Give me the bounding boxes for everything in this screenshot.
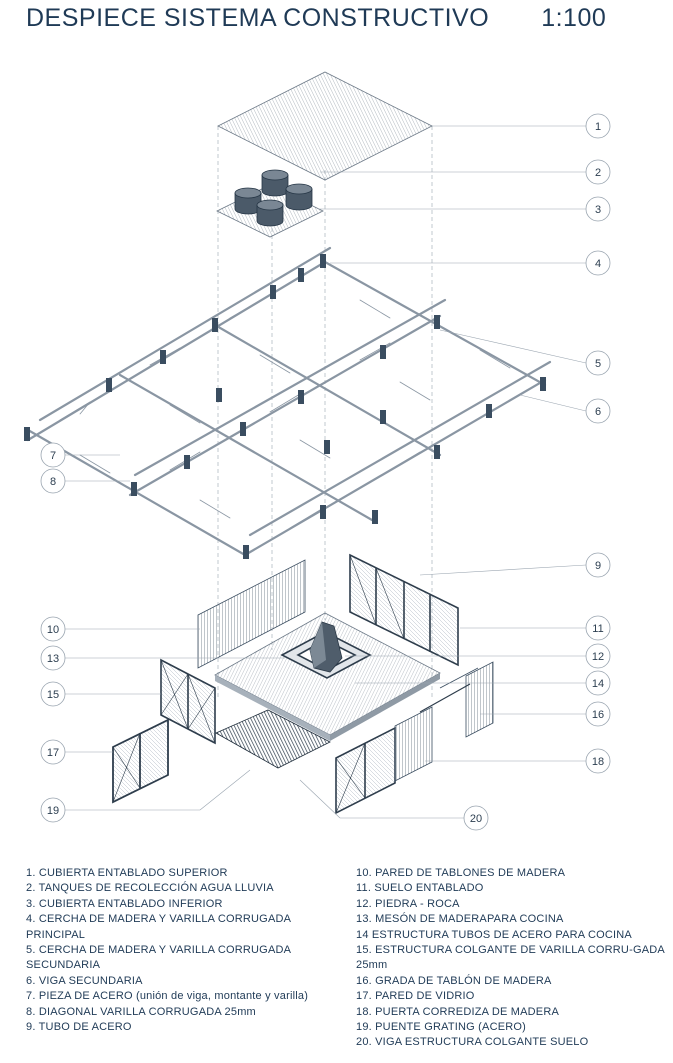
callout-11: 11 xyxy=(585,615,611,641)
legend-item: 6. VIGA SECUNDARIA xyxy=(26,974,143,987)
callout-label: 8 xyxy=(50,476,56,488)
callout-1: 1 xyxy=(585,113,611,139)
callout-8: 8 xyxy=(40,468,66,494)
callout-label: 11 xyxy=(592,623,603,635)
callout-label: 4 xyxy=(595,258,601,270)
legend-item: 4. CERCHA DE MADERA Y VARILLA CORRUGADA … xyxy=(26,913,291,941)
callout-label: 7 xyxy=(50,450,56,462)
legend-item: 18. PUERTA CORREDIZA DE MADERA xyxy=(356,1005,560,1018)
callout-markers: 1 2 3 4 5 6 7 8 9 10 11 12 13 14 15 16 1… xyxy=(40,113,611,831)
legend-item: 1. CUBIERTA ENTABLADO SUPERIOR xyxy=(26,867,228,879)
callout-label: 3 xyxy=(595,204,601,216)
callout-17: 17 xyxy=(40,739,66,765)
callout-7: 7 xyxy=(40,442,66,468)
timber-plank-wall xyxy=(197,559,306,669)
legend-item: 17. PARED DE VIDRIO xyxy=(356,990,475,1003)
sliding-timber-door xyxy=(394,683,471,782)
callout-label: 6 xyxy=(595,406,601,418)
legend-item: 3. CUBIERTA ENTABLADO INFERIOR xyxy=(26,897,223,910)
callout-10: 10 xyxy=(40,616,66,642)
callout-label: 15 xyxy=(47,689,59,701)
callout-label: 19 xyxy=(47,805,59,817)
legend-item: 20. VIGA ESTRUCTURA COLGANTE SUELO xyxy=(356,1036,589,1049)
callout-14: 14 xyxy=(585,670,611,696)
callout-9: 9 xyxy=(585,552,611,578)
hanging-rebar-frame xyxy=(160,658,216,745)
callout-label: 10 xyxy=(47,624,59,636)
primary-trusses xyxy=(26,246,552,557)
callout-19: 19 xyxy=(40,797,66,823)
callout-12: 12 xyxy=(585,643,611,669)
leader-lines xyxy=(64,125,587,819)
legend-item: 8. DIAGONAL VARILLA CORRUGADA 25mm xyxy=(26,1005,256,1018)
callout-20: 20 xyxy=(463,805,489,831)
glass-wall xyxy=(112,718,169,804)
legend-item: 13. MESÓN DE MADERAPARA COCINA xyxy=(356,913,564,926)
callout-15: 15 xyxy=(40,681,66,707)
legend-item: 2. TANQUES DE RECOLECCIÓN AGUA LLUVIA xyxy=(26,882,274,895)
callout-label: 14 xyxy=(592,678,604,690)
truss-grid xyxy=(24,246,552,559)
legend-item: 7. PIEZA DE ACERO (unión de viga, montan… xyxy=(26,990,309,1003)
exploded-axonometric-diagram: 1 2 3 4 5 6 7 8 9 10 11 12 13 14 15 16 1… xyxy=(24,71,611,831)
legend-right-column: 10. PARED DE TABLONES DE MADERA 11. SUEL… xyxy=(356,866,666,1051)
rock xyxy=(309,621,343,673)
legend-item: 16. GRADA DE TABLÓN DE MADERA xyxy=(356,974,552,987)
roof-upper-decking xyxy=(217,71,433,181)
legend-item: 19. PUENTE GRATING (ACERO) xyxy=(356,1021,527,1034)
legend-item: 10. PARED DE TABLONES DE MADERA xyxy=(356,867,566,879)
callout-label: 12 xyxy=(592,651,604,663)
callout-label: 2 xyxy=(595,167,601,179)
steel-connectors xyxy=(24,254,546,559)
scale-text: 1:100 xyxy=(541,4,607,32)
callout-16: 16 xyxy=(585,701,611,727)
callout-label: 20 xyxy=(470,813,482,825)
callout-2: 2 xyxy=(585,159,611,185)
legend-item: 5. CERCHA DE MADERA Y VARILLA CORRUGADA … xyxy=(26,944,291,972)
callout-3: 3 xyxy=(585,196,611,222)
callout-label: 9 xyxy=(595,560,601,572)
steel-frame-wall-right xyxy=(349,553,459,667)
callout-label: 16 xyxy=(592,709,604,721)
legend-item: 11. SUELO ENTABLADO xyxy=(356,882,484,895)
truss-diagonals xyxy=(59,299,511,529)
grating-bridge xyxy=(215,709,331,769)
callout-label: 13 xyxy=(47,653,59,665)
legend-item: 9. TUBO DE ACERO xyxy=(26,1021,132,1034)
callout-4: 4 xyxy=(585,250,611,276)
callout-6: 6 xyxy=(585,398,611,424)
callout-label: 5 xyxy=(595,358,601,370)
callout-13: 13 xyxy=(40,645,66,671)
timber-step xyxy=(439,661,494,738)
callout-18: 18 xyxy=(585,748,611,774)
legend-left-column: 1. CUBIERTA ENTABLADO SUPERIOR 2. TANQUE… xyxy=(26,866,342,1035)
sliding-door-frame xyxy=(335,726,396,815)
diagram-title: DESPIECE SISTEMA CONSTRUCTIVO 1:100 xyxy=(26,4,606,33)
callout-5: 5 xyxy=(585,350,611,376)
legend-item: 15. ESTRUCTURA COLGANTE DE VARILLA CORRU… xyxy=(356,944,665,972)
legend-item: 14 ESTRUCTURA TUBOS DE ACERO PARA COCINA xyxy=(356,928,632,941)
callout-label: 18 xyxy=(592,756,604,768)
callout-label: 1 xyxy=(595,121,601,133)
legend-item: 12. PIEDRA - ROCA xyxy=(356,897,460,910)
title-text: DESPIECE SISTEMA CONSTRUCTIVO xyxy=(26,4,490,32)
callout-label: 17 xyxy=(47,747,59,759)
rainwater-tanks xyxy=(234,169,313,227)
